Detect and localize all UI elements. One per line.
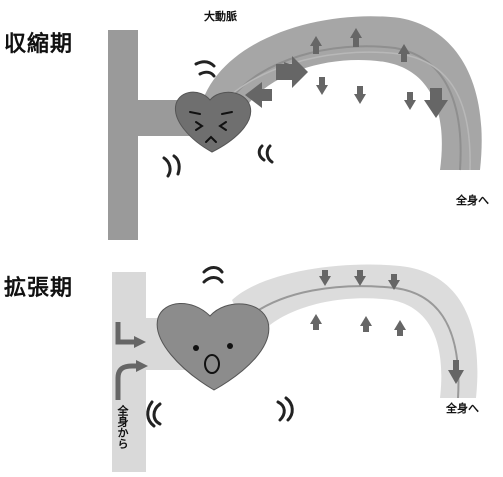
diastole-inflow-arrowheads: [134, 336, 148, 372]
diastole-outflow-label: 全身へ: [446, 402, 479, 415]
systole-title: 収縮期: [4, 32, 74, 57]
diastole-arrow-down-big: [448, 360, 464, 384]
systole-motion-marks: [162, 60, 274, 178]
diastole-inflow-arrow-2: [115, 363, 138, 400]
diastole-arrow-up-2: [360, 316, 372, 332]
diastole-heart: [156, 303, 270, 391]
systole-arrow-up-3: [398, 44, 410, 62]
diastole-arrow-down-1: [319, 270, 331, 286]
systole-arrow-down-1: [316, 77, 328, 95]
diastole-arrow-up-1: [310, 314, 322, 330]
systole-heart: [174, 91, 252, 153]
aorta-label: 大動脈: [204, 10, 237, 23]
diastole-aorta-arch: [232, 264, 478, 398]
diastole-arrow-down-2: [354, 270, 366, 286]
systole-aorta-arch: [198, 16, 482, 170]
diastole-inflow-arrow-1: [115, 322, 136, 345]
systole-flow-arrows: [245, 28, 448, 118]
diastole-heart-face: [193, 343, 233, 374]
diastole-arrow-down-3: [388, 274, 400, 290]
systole-arrow-up-2: [350, 28, 362, 47]
diastole-panel: [112, 264, 478, 472]
systole-arrow-down-3: [404, 92, 416, 110]
diastole-flow-arrows: [310, 270, 464, 384]
diastole-arrow-up-3: [394, 320, 406, 336]
systole-big-arrow: [276, 56, 308, 88]
systole-panel: [108, 16, 482, 240]
diastole-title: 拡張期: [4, 276, 74, 301]
systole-aorta-inner-line: [229, 45, 462, 171]
systole-arrow-down-big: [424, 88, 448, 118]
systole-arrow-down-2: [354, 86, 366, 104]
systole-heart-face: [189, 111, 233, 143]
systole-outflow-label: 全身へ: [456, 194, 489, 207]
systole-arrow-1: [245, 82, 272, 108]
diastole-inflow-label: 全身から: [116, 405, 129, 449]
diastole-inflow-arrows: [115, 322, 138, 400]
systole-arrow-up-1: [310, 36, 322, 54]
diastole-motion-marks: [146, 266, 294, 428]
